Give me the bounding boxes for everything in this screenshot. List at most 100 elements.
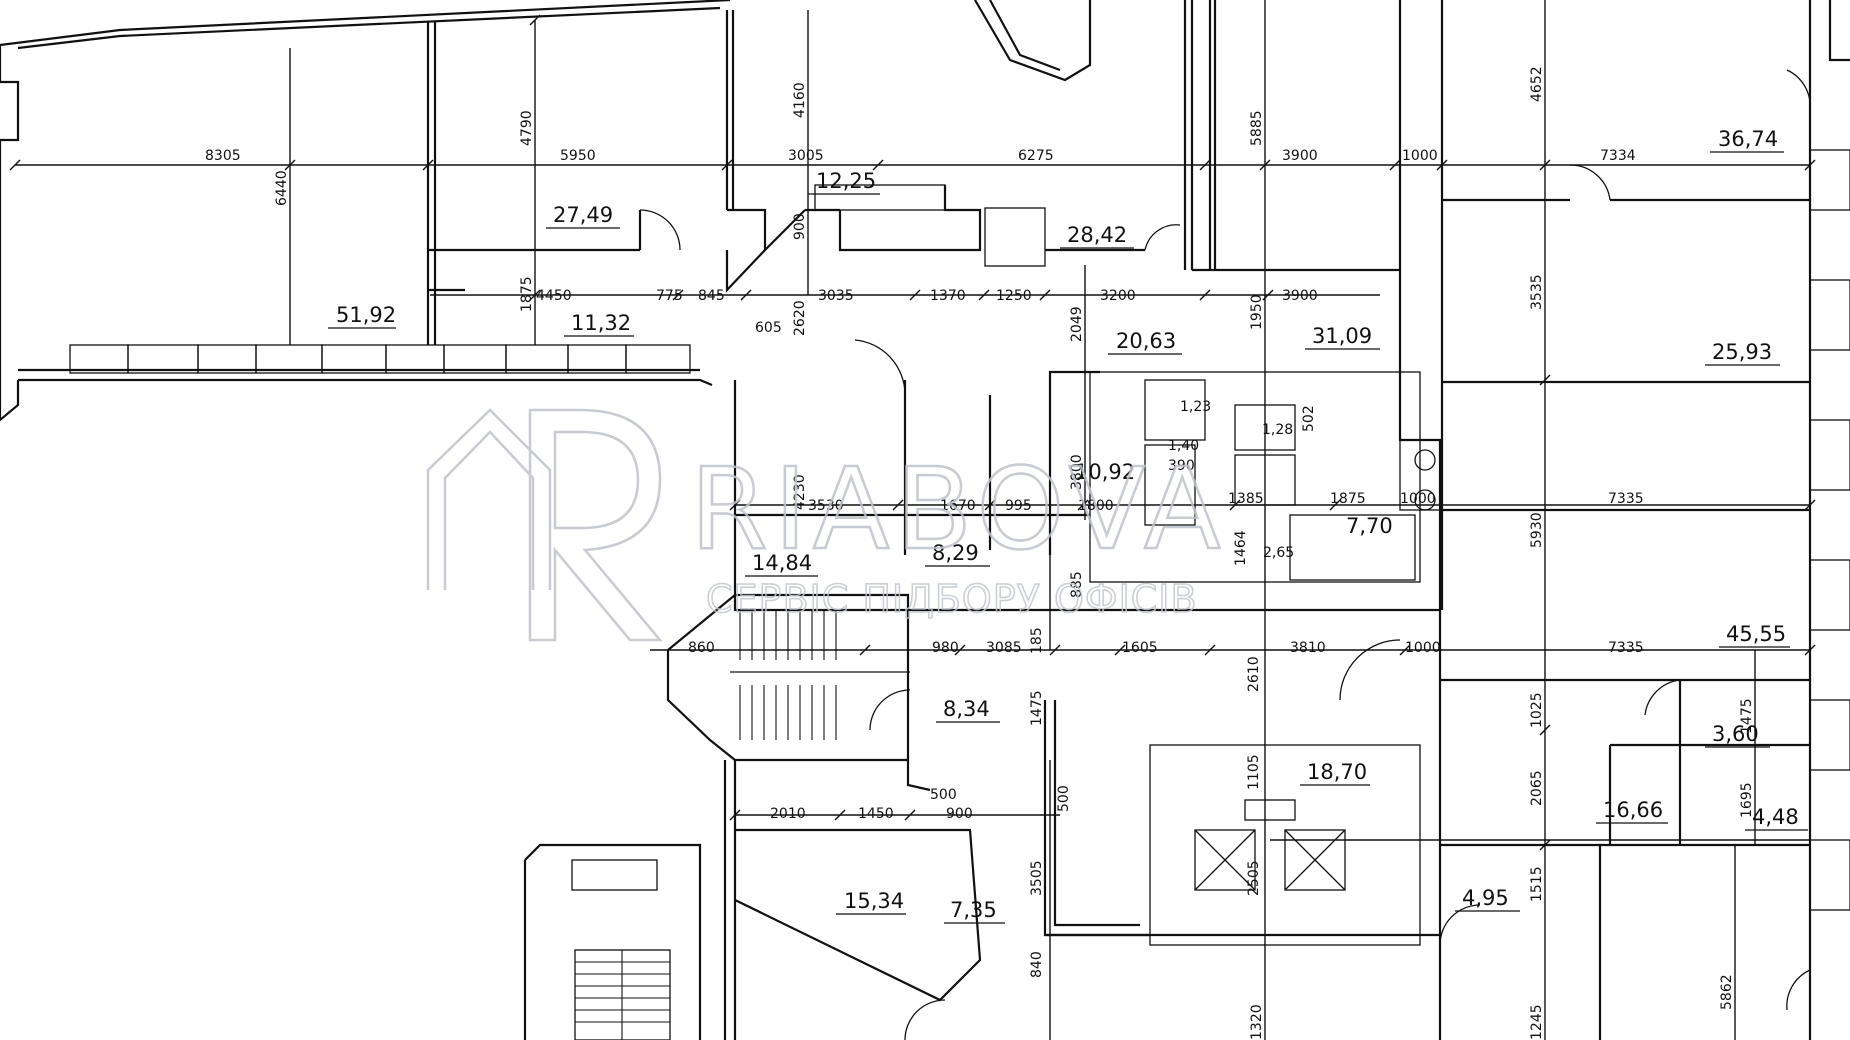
dimension-label: 5885 (1249, 110, 1265, 146)
room-area-label: 20,63 (1116, 329, 1176, 353)
left-lower-wall (18, 378, 713, 387)
exterior-wall-left (0, 45, 20, 422)
dimension-label: 1000 (1400, 491, 1436, 507)
dimension-label: 1385 (1228, 491, 1264, 507)
dimension-label: 3505 (1029, 860, 1045, 896)
dimension-label: 3810 (1290, 640, 1326, 656)
room-area-label: 36,74 (1718, 127, 1778, 151)
dimension-label: 1000 (1405, 640, 1441, 656)
dimension-label: 1800 (1078, 498, 1114, 514)
dimension-label: 605 (755, 320, 782, 336)
dimension-label: 7335 (1608, 491, 1644, 507)
room-area-label: 16,66 (1603, 798, 1663, 822)
dimension-label: 2610 (1246, 656, 1262, 692)
dimension-label: 4790 (519, 110, 535, 146)
dimension-label: 3035 (818, 288, 854, 304)
dimension-lines (9, 0, 1816, 1040)
room-area-label: 8,29 (932, 541, 979, 565)
room-area-label: 4,95 (1462, 886, 1509, 910)
room-area-label: 10,92 (1075, 460, 1135, 484)
dimension-label: 2505 (1246, 860, 1262, 896)
dimension-label: 8305 (205, 148, 241, 164)
room-area-label: 1,28 (1262, 422, 1293, 438)
dimension-label: 502 (1301, 405, 1317, 432)
dimension-label: 4652 (1529, 66, 1545, 102)
exterior-wall-top (0, 0, 731, 47)
room-area-labels: 51,92 27,49 12,25 28,42 36,74 11,32 20,6… (328, 127, 1808, 924)
dimension-label: 1950 (1249, 294, 1265, 330)
dimension-label: 900 (946, 806, 973, 822)
dimension-labels: 8305 5950 3005 6275 3900 1000 7334 6440 … (205, 66, 1755, 1040)
dimension-label: 860 (688, 640, 715, 656)
dimension-label: 6440 (274, 170, 290, 206)
right-window-piers (1809, 149, 1850, 911)
dimension-label: 5950 (560, 148, 596, 164)
dimension-label: 3085 (986, 640, 1022, 656)
dimension-label: 3200 (1100, 288, 1136, 304)
dimension-label: 840 (1029, 951, 1045, 978)
dimension-label: 1250 (996, 288, 1032, 304)
room-area-label: 25,93 (1712, 340, 1772, 364)
dimension-label: 1670 (940, 498, 976, 514)
room-area-label: 3,60 (1712, 722, 1759, 746)
dimension-label: 1695 (1739, 782, 1755, 818)
room-area-label: 14,84 (752, 551, 812, 575)
dimension-label: 3800 (1069, 454, 1085, 490)
dimension-label: 7334 (1600, 148, 1636, 164)
dimension-label: 1875 (1330, 491, 1366, 507)
room-area-label: 11,32 (571, 311, 631, 335)
watermark-tagline: СЕРВІС ПІДБОРУ ОФІСІВ (706, 577, 1198, 621)
dimension-label: 3530 (808, 498, 844, 514)
window-piers (69, 344, 691, 374)
dimension-label: 845 (698, 288, 725, 304)
room-area-label: 18,70 (1307, 760, 1367, 784)
room-area-label: 31,09 (1312, 324, 1372, 348)
dimension-ticks (9, 14, 1816, 851)
room-area-label: 28,42 (1067, 223, 1127, 247)
room-area-label: 7,35 (950, 898, 997, 922)
dimension-label: 1875 (519, 276, 535, 312)
room-area-label: 8,34 (943, 697, 990, 721)
dimension-label: 1515 (1529, 866, 1545, 902)
room-area-label: 27,49 (553, 203, 613, 227)
room-area-label: 15,34 (844, 889, 904, 913)
dimension-label: 1605 (1122, 640, 1158, 656)
dimension-label: 1320 (1249, 1004, 1265, 1040)
dimension-label: 390 (1168, 458, 1195, 474)
room-area-label: 1,40 (1168, 438, 1199, 454)
dimension-label: 4160 (792, 82, 808, 118)
room-area-label: 45,55 (1726, 622, 1786, 646)
dimension-label: 1370 (930, 288, 966, 304)
room-area-label: 7,70 (1346, 514, 1393, 538)
exterior-wall-top-inner (17, 6, 721, 50)
house-r-logo (426, 408, 663, 642)
dimension-label: 6275 (1018, 148, 1054, 164)
dimension-label: 2049 (1069, 306, 1085, 342)
room-area-label: 4,48 (1752, 805, 1799, 829)
dimension-label: 5930 (1529, 512, 1545, 548)
dimension-label: 185 (1029, 627, 1045, 654)
dimension-label: 885 (1069, 571, 1085, 598)
dimension-label: 1025 (1529, 692, 1545, 728)
dimension-label: 775 (656, 288, 683, 304)
dimension-label: 2620 (792, 300, 808, 336)
dimension-label: 1475 (1029, 690, 1045, 726)
dimension-label: 3900 (1282, 288, 1318, 304)
dimension-label: 7335 (1608, 640, 1644, 656)
watermark: RIABOVA СЕРВІС ПІДБОРУ ОФІСІВ (426, 408, 1222, 642)
dimension-label: 4230 (792, 474, 808, 510)
dimension-label: 980 (932, 640, 959, 656)
dimension-label: 2010 (770, 806, 806, 822)
dimension-label: 3900 (1282, 148, 1318, 164)
dimension-label: 1475 (1739, 698, 1755, 734)
dimension-label: 3535 (1529, 274, 1545, 310)
room-area-label: 51,92 (336, 303, 396, 327)
dimension-label: 995 (1005, 498, 1032, 514)
dimension-label: 500 (1056, 785, 1072, 812)
room-area-label: 1,23 (1180, 399, 1211, 415)
dimension-label: 3005 (788, 148, 824, 164)
dimension-label: 1105 (1246, 754, 1262, 790)
staircase-upper (730, 610, 910, 740)
